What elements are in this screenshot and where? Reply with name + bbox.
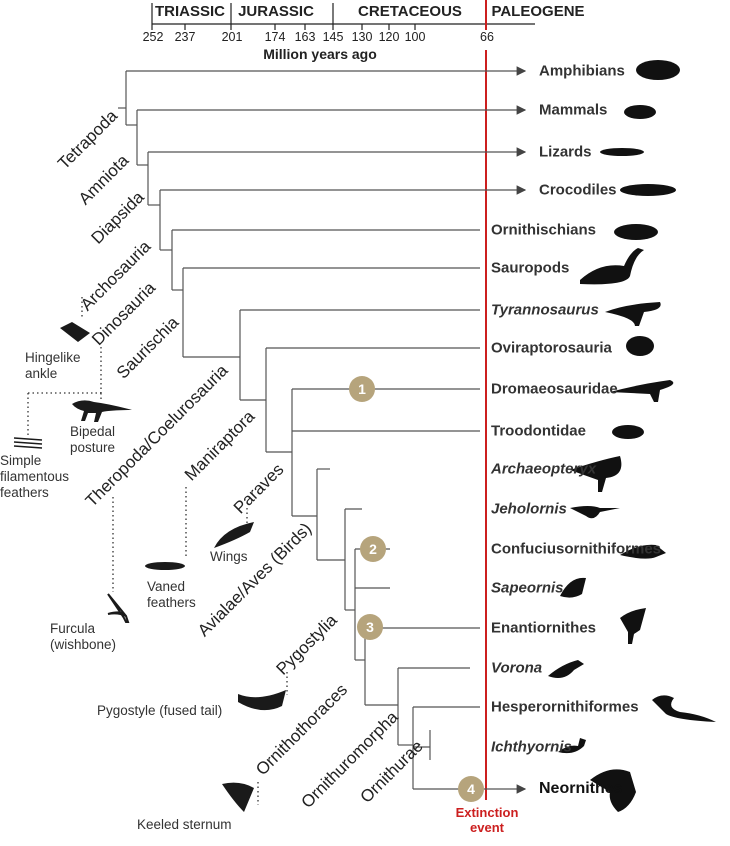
- pygostyle-icon: [238, 690, 286, 711]
- tick-label: 174: [264, 30, 286, 44]
- milestone-badge-2: 2: [360, 536, 386, 562]
- trait-bipedal-posture: Bipedal posture: [70, 424, 115, 456]
- timeline-axis: [151, 3, 535, 30]
- tick-label: 252: [142, 30, 164, 44]
- milestone-badge-1: 1: [349, 376, 375, 402]
- tick-label: 237: [174, 30, 196, 44]
- squirrel-icon: [624, 105, 656, 119]
- extinction-event-label: Extinction event: [456, 805, 519, 835]
- keeled-sternum-icon: [222, 782, 254, 812]
- ichthyornis-icon: [558, 738, 586, 754]
- tick-label: 100: [404, 30, 426, 44]
- taxon-label: Lizards: [539, 143, 592, 161]
- trait-wings: Wings: [210, 549, 248, 564]
- period-paleogene: PALEOGENE: [491, 3, 585, 20]
- trait-hingelike-ankle: Hingelike ankle: [25, 350, 81, 382]
- trait-line: feathers: [147, 595, 196, 610]
- sauropod-icon: [580, 248, 644, 285]
- wing-icon: [214, 522, 254, 548]
- taxon-label: Mammals: [539, 101, 608, 119]
- vaned-feather-icon: [145, 562, 185, 570]
- taxon-label: Dromaeosauridae: [491, 380, 618, 398]
- taxon-label: Vorona: [491, 659, 543, 677]
- tyrannosaurus-icon: [605, 302, 661, 326]
- trait-line: Vaned: [147, 579, 186, 594]
- trait-keeled-sternum: Keeled sternum: [137, 817, 232, 832]
- taxon-label: Confuciusornithiformes: [491, 540, 662, 558]
- archaeopteryx-icon: [570, 456, 622, 492]
- tick-label: 66: [480, 30, 494, 44]
- jeholornis-icon: [570, 506, 620, 519]
- milestone-badge-4: 4: [458, 776, 484, 802]
- taxon-label: Ornithischians: [491, 221, 597, 239]
- taxon-label: Sapeornis: [491, 579, 564, 597]
- trait-pygostyle: Pygostyle (fused tail): [97, 703, 223, 718]
- trait-line: posture: [70, 440, 116, 455]
- trait-line: (wishbone): [50, 637, 117, 652]
- sapeornis-icon: [560, 577, 586, 598]
- extinction-line-2: event: [470, 820, 504, 835]
- taxon-label: Jeholornis: [491, 500, 567, 518]
- tick-label: 130: [351, 30, 373, 44]
- taxon-label: Tyrannosaurus: [491, 301, 599, 319]
- bipedal-dinosaur-icon: [72, 400, 132, 422]
- trait-line: Furcula: [50, 621, 96, 636]
- trait-filamentous-feathers: Simple filamentous feathers: [0, 453, 69, 501]
- taxon-label: Enantiornithes: [491, 619, 597, 637]
- crocodile-icon: [620, 184, 676, 196]
- silhouettes: [548, 60, 716, 812]
- extinction-line-1: Extinction: [455, 805, 519, 820]
- trait-line: filamentous: [0, 469, 70, 484]
- filament-feathers-icon: [13, 437, 43, 449]
- taxon-label: Oviraptorosauria: [491, 339, 612, 357]
- taxon-label: Crocodiles: [539, 181, 617, 199]
- vorona-icon: [548, 660, 584, 678]
- stegosaur-icon: [614, 224, 658, 240]
- tick-label: 163: [294, 30, 316, 44]
- axis-title: Million years ago: [263, 46, 377, 62]
- furcula-icon: [107, 593, 130, 623]
- frog-icon: [636, 60, 680, 80]
- trait-line: ankle: [25, 366, 58, 381]
- tick-label: 120: [378, 30, 400, 44]
- period-cretaceous: CRETACEOUS: [358, 3, 462, 20]
- trait-line: feathers: [0, 485, 49, 500]
- taxon-label: Amphibians: [539, 62, 625, 80]
- troodon-icon: [612, 425, 644, 439]
- milestone-badge-3: 3: [357, 614, 383, 640]
- trait-line: Bipedal: [70, 424, 116, 439]
- taxon-label: Ichthyornis: [491, 738, 572, 756]
- hinge-ankle-icon: [60, 322, 90, 342]
- taxon-label: Neornithes: [539, 780, 623, 797]
- taxon-label: Archaeopteryx: [491, 460, 597, 478]
- dromaeosaur-icon: [610, 380, 674, 402]
- lizard-icon: [600, 148, 644, 156]
- tick-label: 145: [322, 30, 344, 44]
- taxon-label: Hesperornithiformes: [491, 698, 639, 716]
- trait-line: Simple: [0, 453, 42, 468]
- neornithes-icon: [590, 769, 636, 812]
- taxon-label: Sauropods: [491, 259, 570, 277]
- taxon-label: Troodontidae: [491, 422, 586, 440]
- tick-label: 201: [221, 30, 243, 44]
- enantiornithes-icon: [620, 608, 646, 644]
- confuciusornis-icon: [620, 544, 666, 559]
- trait-vaned-feathers: Vaned feathers: [147, 579, 196, 611]
- hesperornis-icon: [652, 695, 716, 722]
- trait-connectors: [27, 297, 288, 805]
- period-jurassic: JURASSIC: [238, 3, 314, 20]
- oviraptor-icon: [626, 336, 654, 356]
- period-triassic: TRIASSIC: [154, 3, 226, 20]
- trait-furcula: Furcula (wishbone): [50, 621, 116, 653]
- trait-line: Hingelike: [25, 350, 81, 365]
